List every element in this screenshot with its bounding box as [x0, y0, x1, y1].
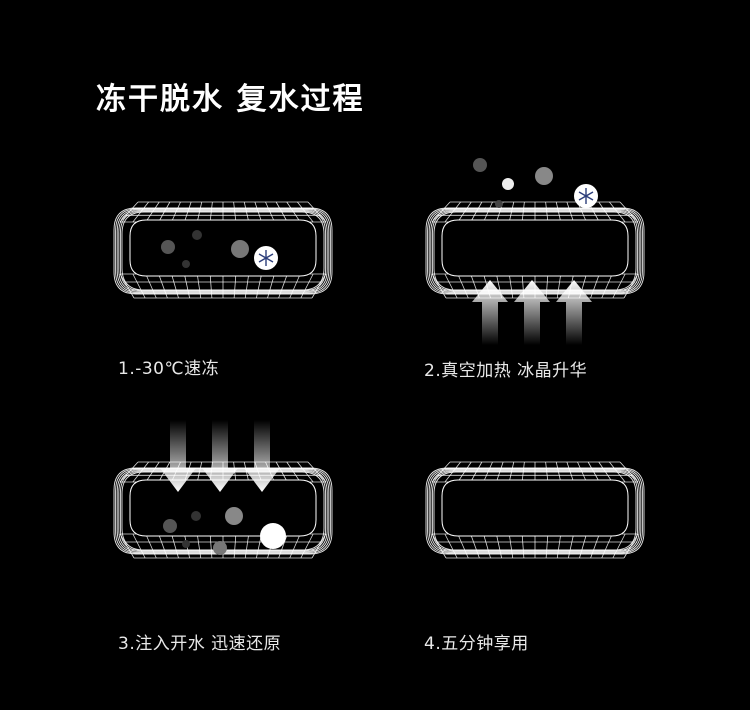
step-2-label: 2.真空加热 冰晶升华 — [424, 361, 588, 381]
mesh-tray-icon — [425, 201, 645, 299]
snowflake-icon — [258, 250, 274, 266]
step-3-label: 3.注入开水 迅速还原 — [118, 634, 282, 654]
arrow-up-icon — [472, 280, 592, 345]
step-2-panel — [420, 150, 650, 350]
ice-crystals — [161, 230, 278, 270]
water-bubble-icon — [163, 507, 286, 555]
sublimating-ice — [473, 158, 598, 208]
step-4-illustration — [425, 461, 645, 559]
arrow-down-icon — [160, 420, 280, 492]
step-1-illustration — [113, 201, 333, 299]
mesh-tray-icon — [113, 201, 333, 299]
page-title: 冻干脱水 复水过程 — [96, 82, 365, 117]
step-3-panel — [108, 410, 338, 610]
step-4-label: 4.五分钟享用 — [424, 634, 529, 654]
snowflake-icon — [578, 188, 594, 204]
step-1-label: 1.-30℃速冻 — [118, 359, 220, 379]
step-2-illustration — [425, 158, 645, 345]
step-1-panel — [108, 150, 338, 350]
step-3-illustration — [113, 420, 333, 559]
step-4-panel — [420, 410, 650, 610]
mesh-tray-icon — [425, 461, 645, 559]
